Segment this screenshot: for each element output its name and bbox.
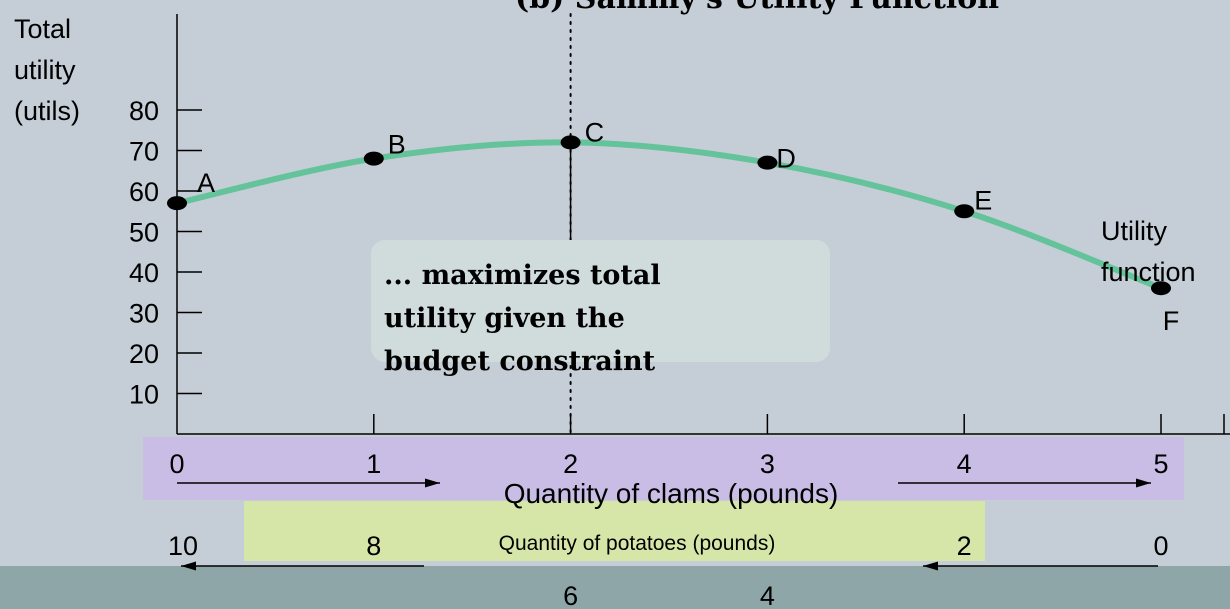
clams-tick-label: 3 xyxy=(760,449,775,479)
y-axis-label: Total xyxy=(14,14,71,44)
potatoes-tick-label: 0 xyxy=(1153,531,1168,561)
curve-label: function xyxy=(1101,257,1196,287)
data-point-A xyxy=(167,196,187,211)
potatoes-tick-label: 2 xyxy=(957,531,972,561)
clams-tick-label: 4 xyxy=(957,449,972,479)
point-label-A: A xyxy=(197,168,215,198)
y-tick-label: 50 xyxy=(129,218,159,248)
y-tick-label: 80 xyxy=(129,96,159,126)
data-point-E xyxy=(954,204,975,219)
potatoes-tick-label: 4 xyxy=(760,581,775,609)
annotation-text: utility given the xyxy=(384,303,625,334)
y-tick-label: 60 xyxy=(129,177,159,207)
data-point-D xyxy=(757,155,778,170)
y-axis-label: utility xyxy=(14,55,76,85)
curve-label: Utility xyxy=(1101,216,1167,246)
potatoes-tick-label: 10 xyxy=(168,531,198,561)
potatoes-tick-label: 8 xyxy=(366,531,381,561)
annotation-text: budget constraint xyxy=(384,346,656,377)
data-point-B xyxy=(363,151,384,166)
y-tick-label: 40 xyxy=(129,258,159,288)
y-tick-label: 30 xyxy=(129,299,159,329)
potatoes-axis-label: Quantity of potatoes (pounds) xyxy=(499,532,776,555)
clams-tick-label: 2 xyxy=(563,449,578,479)
point-label-B: B xyxy=(388,130,406,160)
potatoes-axis-band xyxy=(244,501,985,561)
y-tick-label: 10 xyxy=(129,380,159,410)
y-axis-label: (utils) xyxy=(14,96,80,126)
point-label-E: E xyxy=(974,185,992,215)
data-point-F xyxy=(1151,281,1171,296)
data-point-C xyxy=(560,135,581,150)
utility-curve xyxy=(174,139,1164,292)
potatoes-tick-label: 6 xyxy=(563,581,578,609)
annotation-text: ... maximizes total xyxy=(384,260,661,291)
bottom-band xyxy=(0,566,1230,609)
annotation-box xyxy=(371,240,830,362)
point-label-D: D xyxy=(776,144,796,174)
point-label-C: C xyxy=(585,117,605,147)
chart-title: (b) Sammy's Utility Function xyxy=(515,0,999,16)
clams-tick-label: 1 xyxy=(366,449,381,479)
clams-tick-label: 0 xyxy=(169,449,184,479)
clams-axis-label: Quantity of clams (pounds) xyxy=(504,478,839,509)
y-tick-label: 20 xyxy=(129,339,159,369)
point-label-F: F xyxy=(1163,306,1180,336)
clams-axis-band xyxy=(143,437,1184,500)
y-tick-label: 70 xyxy=(129,137,159,167)
clams-tick-label: 5 xyxy=(1153,449,1168,479)
